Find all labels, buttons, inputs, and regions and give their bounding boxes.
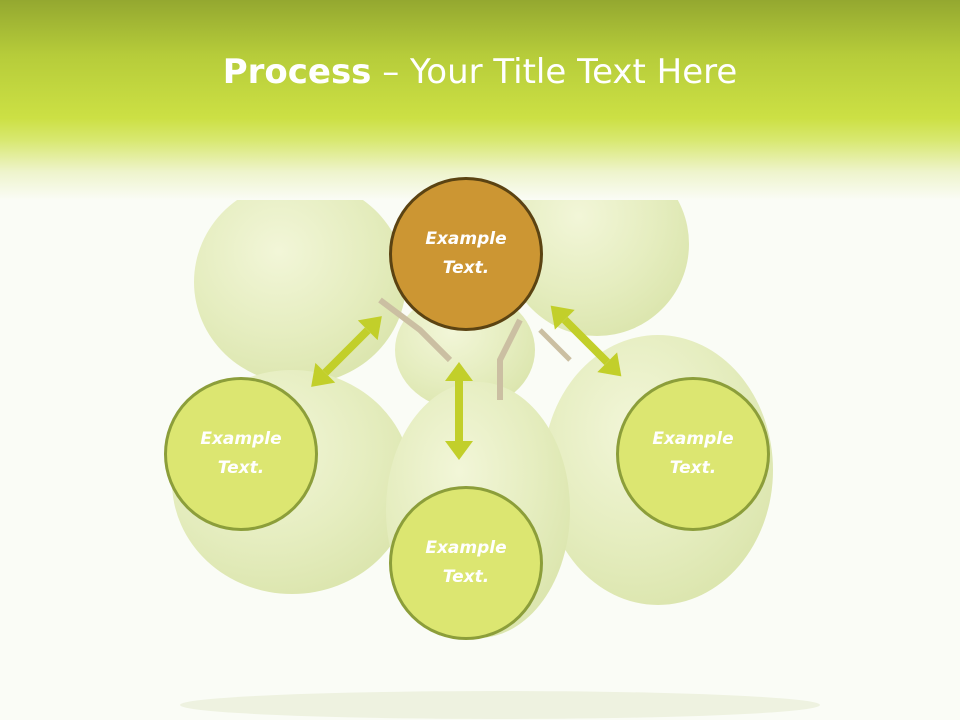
slide-title: Process – Your Title Text Here [0,52,960,92]
process-node-right[interactable]: Example Text. [616,377,770,531]
title-bold-text: Process [222,52,372,92]
node-left-label: Example Text. [200,429,282,478]
title-rest-text: – Your Title Text Here [371,52,738,92]
arrow-top-bottom [445,362,473,460]
process-node-left[interactable]: Example Text. [164,377,318,531]
process-node-top[interactable]: Example Text. [389,177,543,331]
process-node-bottom[interactable]: Example Text. [389,486,543,640]
node-right-label: Example Text. [652,429,734,478]
arrow-top-left [311,316,382,387]
header-band [0,0,960,200]
arrow-top-right [550,305,622,377]
node-top-label: Example Text. [425,229,507,278]
node-bottom-label: Example Text. [425,538,507,587]
